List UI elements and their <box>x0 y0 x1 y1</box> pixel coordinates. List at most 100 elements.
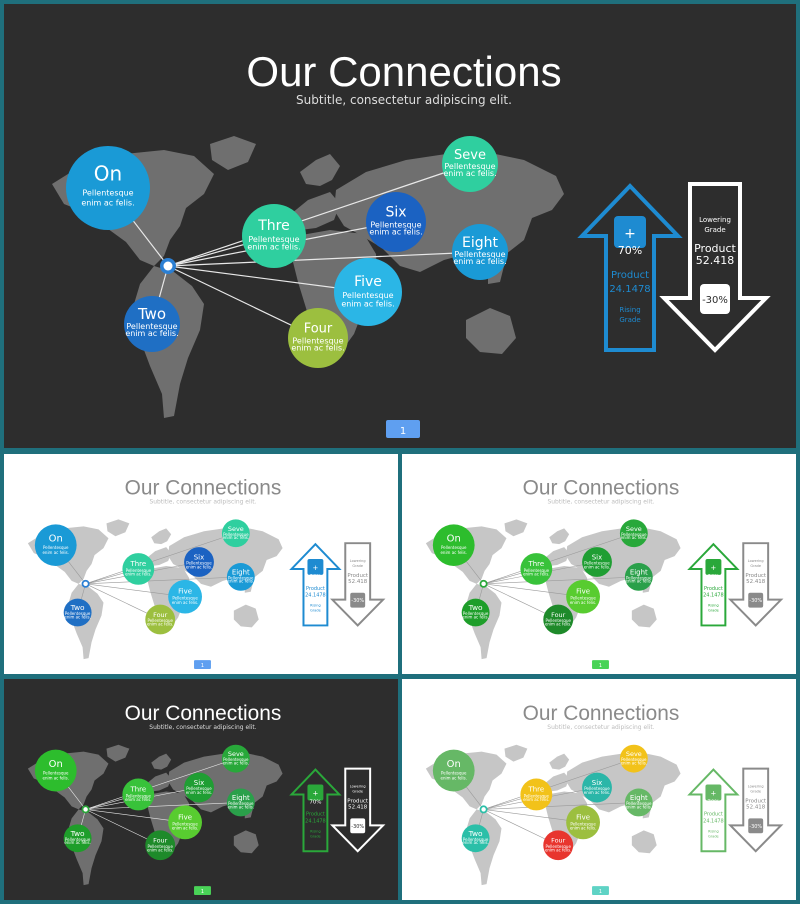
up-arrow-value: 24.1478 <box>609 284 650 295</box>
bubble-text: enim ac felis. <box>621 535 647 540</box>
up-arrow-value: 24.1478 <box>305 593 326 599</box>
bubble-title: Six <box>592 779 602 787</box>
page-number-badge[interactable]: 1 <box>386 420 420 438</box>
up-arrow-caption: Rising <box>708 604 719 608</box>
bubble-title: Thre <box>257 218 290 234</box>
bubble-text: Pellentesque <box>441 770 467 775</box>
bubble-text: enim ac felis. <box>440 550 466 555</box>
up-arrow-caption: Rising <box>310 829 321 833</box>
page-number: 1 <box>201 889 204 895</box>
up-arrow-value: 24.1478 <box>703 818 723 824</box>
bubble-title: Two <box>70 603 85 612</box>
connection-line <box>483 576 639 585</box>
down-arrow-value: 52.418 <box>348 579 368 585</box>
bubble-text: Pellentesque <box>147 618 173 623</box>
down-arrow-caption: Grade <box>352 564 363 568</box>
page-number: 1 <box>400 426 406 437</box>
up-arrow-icon-label: + <box>313 789 319 797</box>
slide-title: Our Connections <box>523 477 680 500</box>
bubble-title: Seve <box>626 750 642 758</box>
bubble-text: enim ac felis. <box>523 797 549 802</box>
world-map <box>27 744 283 886</box>
down-arrow-caption: Lowering <box>350 785 366 789</box>
bubble-title: Five <box>178 813 192 821</box>
bubble-title: Thre <box>129 560 146 568</box>
bubble-title: Five <box>178 588 192 596</box>
page-number-badge[interactable]: 1 <box>592 886 609 895</box>
up-arrow-caption: Rising <box>708 829 719 833</box>
up-arrow-icon-label: + <box>710 564 716 572</box>
down-arrow-percent: -30% <box>351 598 364 604</box>
page-number-badge[interactable]: 1 <box>194 886 211 895</box>
bubble-title: Four <box>551 837 566 845</box>
bubble-title: Four <box>551 611 566 619</box>
down-arrow-percent: -30% <box>749 598 762 604</box>
connection-line <box>483 802 639 810</box>
bubble-text: Pellentesque <box>584 786 610 791</box>
bubble-text: enim ac felis. <box>291 344 344 353</box>
bubble-text: Pellentesque <box>454 250 505 259</box>
page-number-badge[interactable]: 1 <box>194 660 211 669</box>
slide-title: Our Connections <box>125 477 282 500</box>
hub-marker-center <box>83 807 88 812</box>
page-number-badge[interactable]: 1 <box>592 660 609 669</box>
bubble-text: Pellentesque <box>292 336 343 345</box>
bubble-text: Pellentesque <box>126 793 152 798</box>
up-arrow-icon-label: + <box>624 226 636 242</box>
bubble-text: Pellentesque <box>228 575 254 580</box>
bubble-text: Pellentesque <box>342 291 393 300</box>
up-arrow-product: Product <box>704 811 723 817</box>
hub-marker-center <box>83 581 88 587</box>
